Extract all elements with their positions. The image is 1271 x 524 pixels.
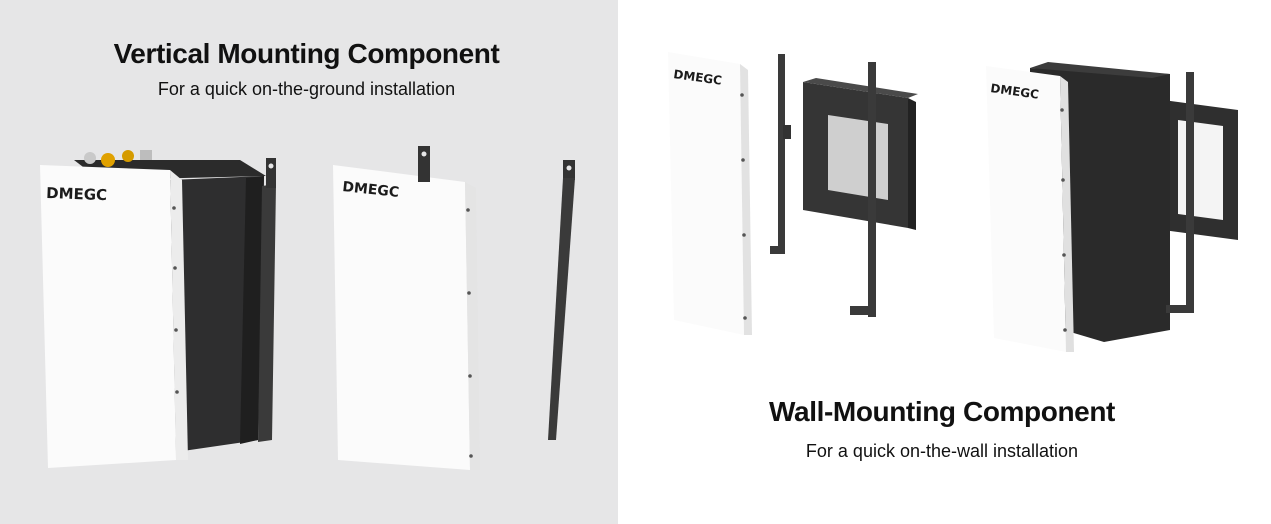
- panel-logo: DMEGC: [342, 179, 400, 201]
- vertical-mounting-subtitle: For a quick on-the-ground installation: [157, 79, 456, 99]
- vertical-unit-logo: DMEGC: [46, 184, 108, 204]
- exploded-wall-assembly: DMEGC: [668, 52, 918, 335]
- wall-mounting-illustration: DMEGC: [668, 52, 1238, 352]
- vertical-mounting-title: Vertical Mounting Component: [113, 38, 500, 69]
- exploded-panel-logo: DMEGC: [673, 67, 723, 88]
- standalone-vertical-bracket: [548, 160, 575, 440]
- wall-mounting-panel: Wall-Mounting Component For a quick on-t…: [618, 0, 1271, 524]
- assembled-wall-unit: DMEGC: [986, 62, 1238, 352]
- standalone-front-panel: DMEGC: [333, 146, 480, 470]
- wall-mounting-subtitle: For a quick on-the-wall installation: [805, 441, 1079, 461]
- wall-mounting-title: Wall-Mounting Component: [769, 396, 1115, 427]
- vertical-mounting-illustration: DMEGC DMEGC: [40, 146, 575, 470]
- vertical-mounting-panel: Vertical Mounting Component For a quick …: [0, 0, 618, 524]
- assembled-panel-logo: DMEGC: [990, 81, 1040, 102]
- assembled-battery-unit: DMEGC: [40, 150, 276, 468]
